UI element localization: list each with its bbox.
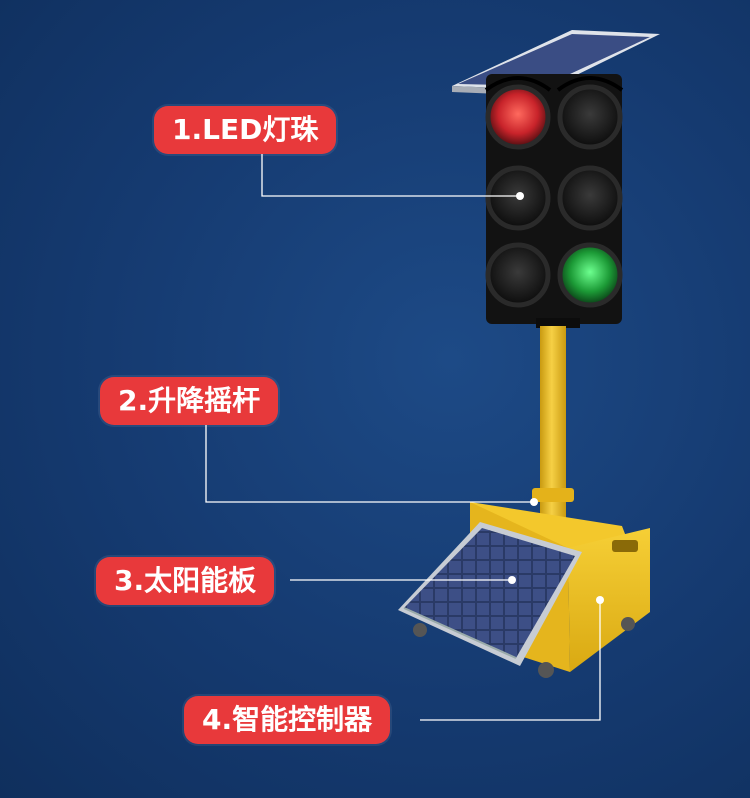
- callout-lines: [205, 150, 601, 721]
- led-lens-dark: [485, 242, 551, 308]
- callout-dot: [596, 596, 604, 604]
- led-lens-dark: [557, 84, 623, 150]
- label-smart-controller: 4.智能控制器: [184, 696, 391, 744]
- label-lift-crank: 2.升降摇杆: [100, 377, 279, 425]
- callout-dot: [516, 192, 524, 200]
- lift-pole: [540, 326, 566, 536]
- callout-dot: [508, 576, 516, 584]
- solar-panel: [398, 522, 582, 666]
- led-lens-dark: [557, 165, 623, 231]
- label-solar-panel: 3.太阳能板: [96, 557, 275, 605]
- led-lens-green: [557, 242, 623, 308]
- traffic-signal-housing: [484, 74, 624, 328]
- callout-dot: [530, 498, 538, 506]
- led-lens-red: [485, 84, 551, 150]
- label-led-beads: 1.LED灯珠: [154, 106, 337, 154]
